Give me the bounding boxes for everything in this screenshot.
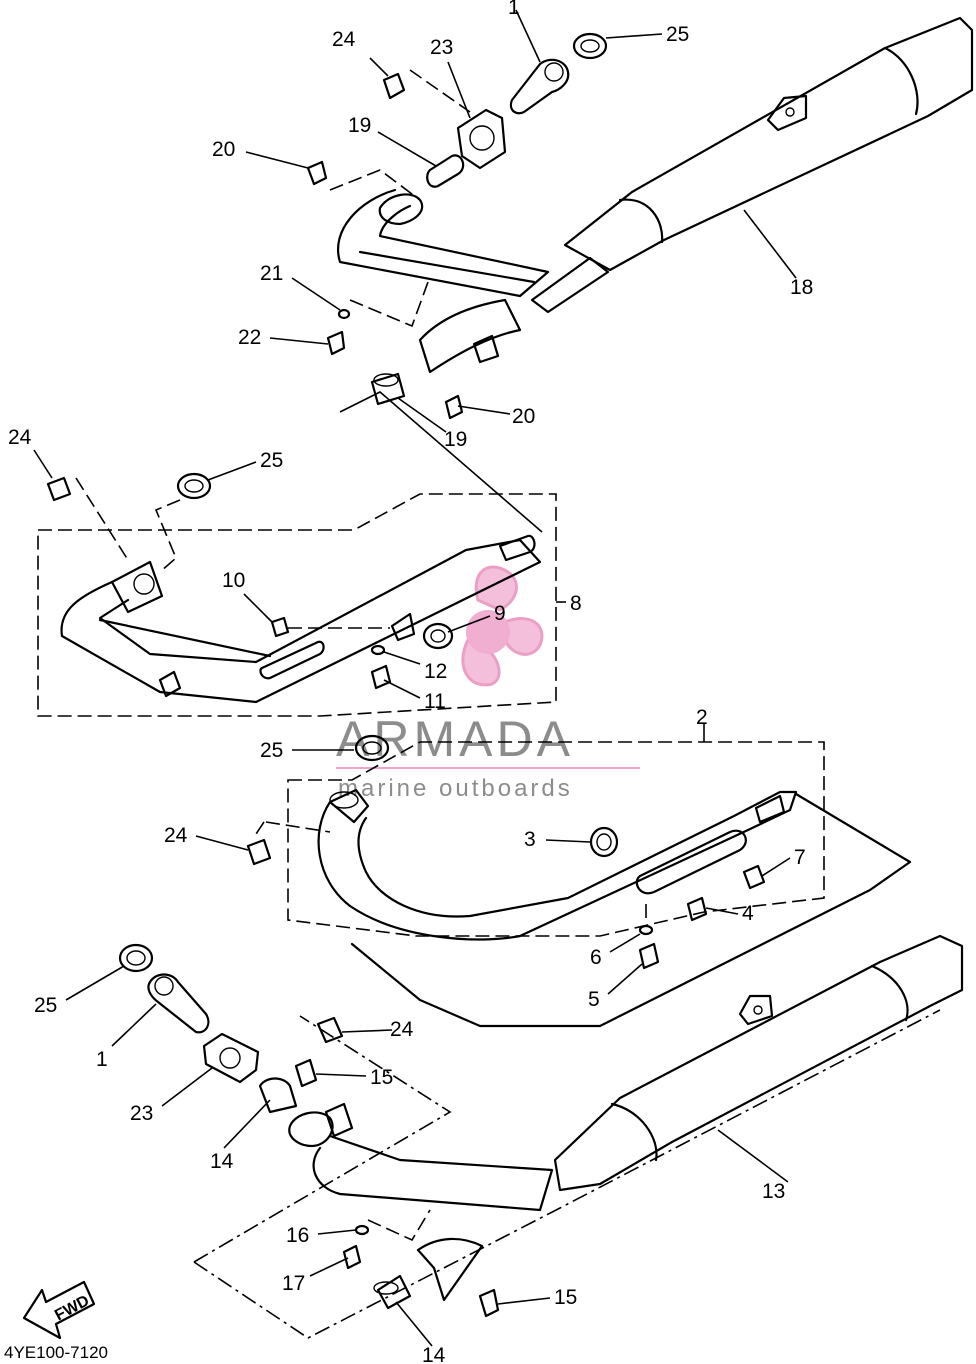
exhaust-pipe-outline-2 (350, 792, 912, 1028)
callout-12: 12 (424, 660, 447, 683)
callout-24: 24 (390, 1018, 414, 1041)
callout-25: 25 (260, 449, 283, 472)
callout-23: 23 (430, 36, 453, 59)
joint-14-lower (373, 1274, 412, 1310)
watermark-tagline: marine outboards (338, 775, 573, 802)
gasket-9 (422, 622, 454, 650)
muffler-upper (563, 16, 974, 272)
callout-15: 15 (554, 1286, 577, 1309)
callout-10: 10 (222, 569, 245, 592)
callout-labels: 1 25 24 23 19 20 18 21 22 20 19 24 25 10… (8, 0, 813, 1364)
callout-6: 6 (590, 946, 602, 969)
gasket-25-lower (118, 943, 154, 973)
bolt-15-upper (294, 1058, 318, 1088)
bolt-17 (342, 1244, 362, 1270)
drawing-code: 4YE100-7120 (4, 1343, 108, 1362)
callout-20: 20 (212, 138, 235, 161)
callout-25: 25 (34, 994, 57, 1017)
joint-19-lower (370, 372, 406, 406)
watermark-brand: ARMADA (336, 711, 574, 767)
callout-24: 24 (8, 426, 32, 449)
nut-24-group8 (46, 476, 72, 502)
callout-13: 13 (762, 1180, 785, 1203)
bolt-5 (638, 942, 660, 970)
callout-2: 2 (696, 706, 708, 729)
bolt-22 (326, 330, 346, 356)
washer-12 (370, 644, 386, 656)
callout-14: 14 (210, 1150, 234, 1173)
callout-11: 11 (424, 690, 446, 713)
callout-22: 22 (238, 326, 261, 349)
flange-23-lower (202, 1032, 260, 1084)
gasket-3 (589, 826, 619, 858)
callout-17: 17 (282, 1272, 305, 1295)
gasket-25-upper (572, 32, 608, 60)
bolt-11 (370, 664, 392, 690)
callout-21: 21 (260, 262, 283, 285)
watermark-logo (461, 565, 544, 687)
callout-3: 3 (524, 828, 536, 851)
nut-24-upper (382, 72, 406, 100)
exhaust-pipe-lower (288, 1102, 554, 1302)
callout-14: 14 (422, 1344, 446, 1364)
exhaust-pipe-assy-2 (317, 788, 798, 941)
exhaust-pipe-assy-8 (60, 534, 542, 704)
callout-1: 1 (96, 1048, 108, 1071)
nut-7 (742, 864, 766, 890)
bolt-15-lower (478, 1288, 500, 1318)
stud-1-upper (509, 58, 570, 115)
callout-16: 16 (286, 1224, 309, 1247)
nut-24-group2 (246, 838, 272, 866)
callout-9: 9 (494, 602, 506, 625)
callout-19: 19 (444, 428, 467, 451)
callout-8: 8 (570, 592, 582, 615)
muffler-lower (553, 934, 964, 1192)
nut-24-lower (316, 1016, 344, 1044)
callout-25: 25 (260, 739, 283, 762)
callout-20: 20 (512, 405, 535, 428)
bolt-20-upper (306, 160, 328, 186)
callout-24: 24 (164, 824, 188, 847)
fwd-arrow-icon: FWD (22, 1280, 96, 1340)
callout-4: 4 (742, 902, 754, 925)
fwd-label: FWD (52, 1292, 92, 1324)
bolt-20-lower (444, 394, 464, 420)
joint-19-upper (426, 154, 465, 188)
gasket-25-group2 (354, 734, 390, 762)
callout-24: 24 (332, 28, 356, 51)
callout-5: 5 (588, 988, 600, 1011)
callout-7: 7 (794, 846, 806, 869)
callout-15: 15 (370, 1066, 393, 1089)
joint-14-upper (258, 1077, 298, 1114)
callout-25: 25 (666, 23, 689, 46)
leader-lines (33, 9, 797, 1347)
exhaust-pipe-upper (337, 188, 610, 374)
callout-19: 19 (348, 114, 371, 137)
bolt-4 (686, 896, 708, 922)
callout-23: 23 (130, 1102, 153, 1125)
flange-23-upper (456, 108, 507, 170)
washer-16 (354, 1224, 370, 1236)
bolt-10 (270, 616, 290, 638)
washer-6 (638, 924, 654, 936)
callout-1: 1 (508, 0, 520, 19)
stud-1-lower (147, 973, 210, 1034)
gasket-25-group8 (176, 472, 212, 500)
callout-18: 18 (790, 276, 813, 299)
washer-21 (337, 308, 351, 320)
